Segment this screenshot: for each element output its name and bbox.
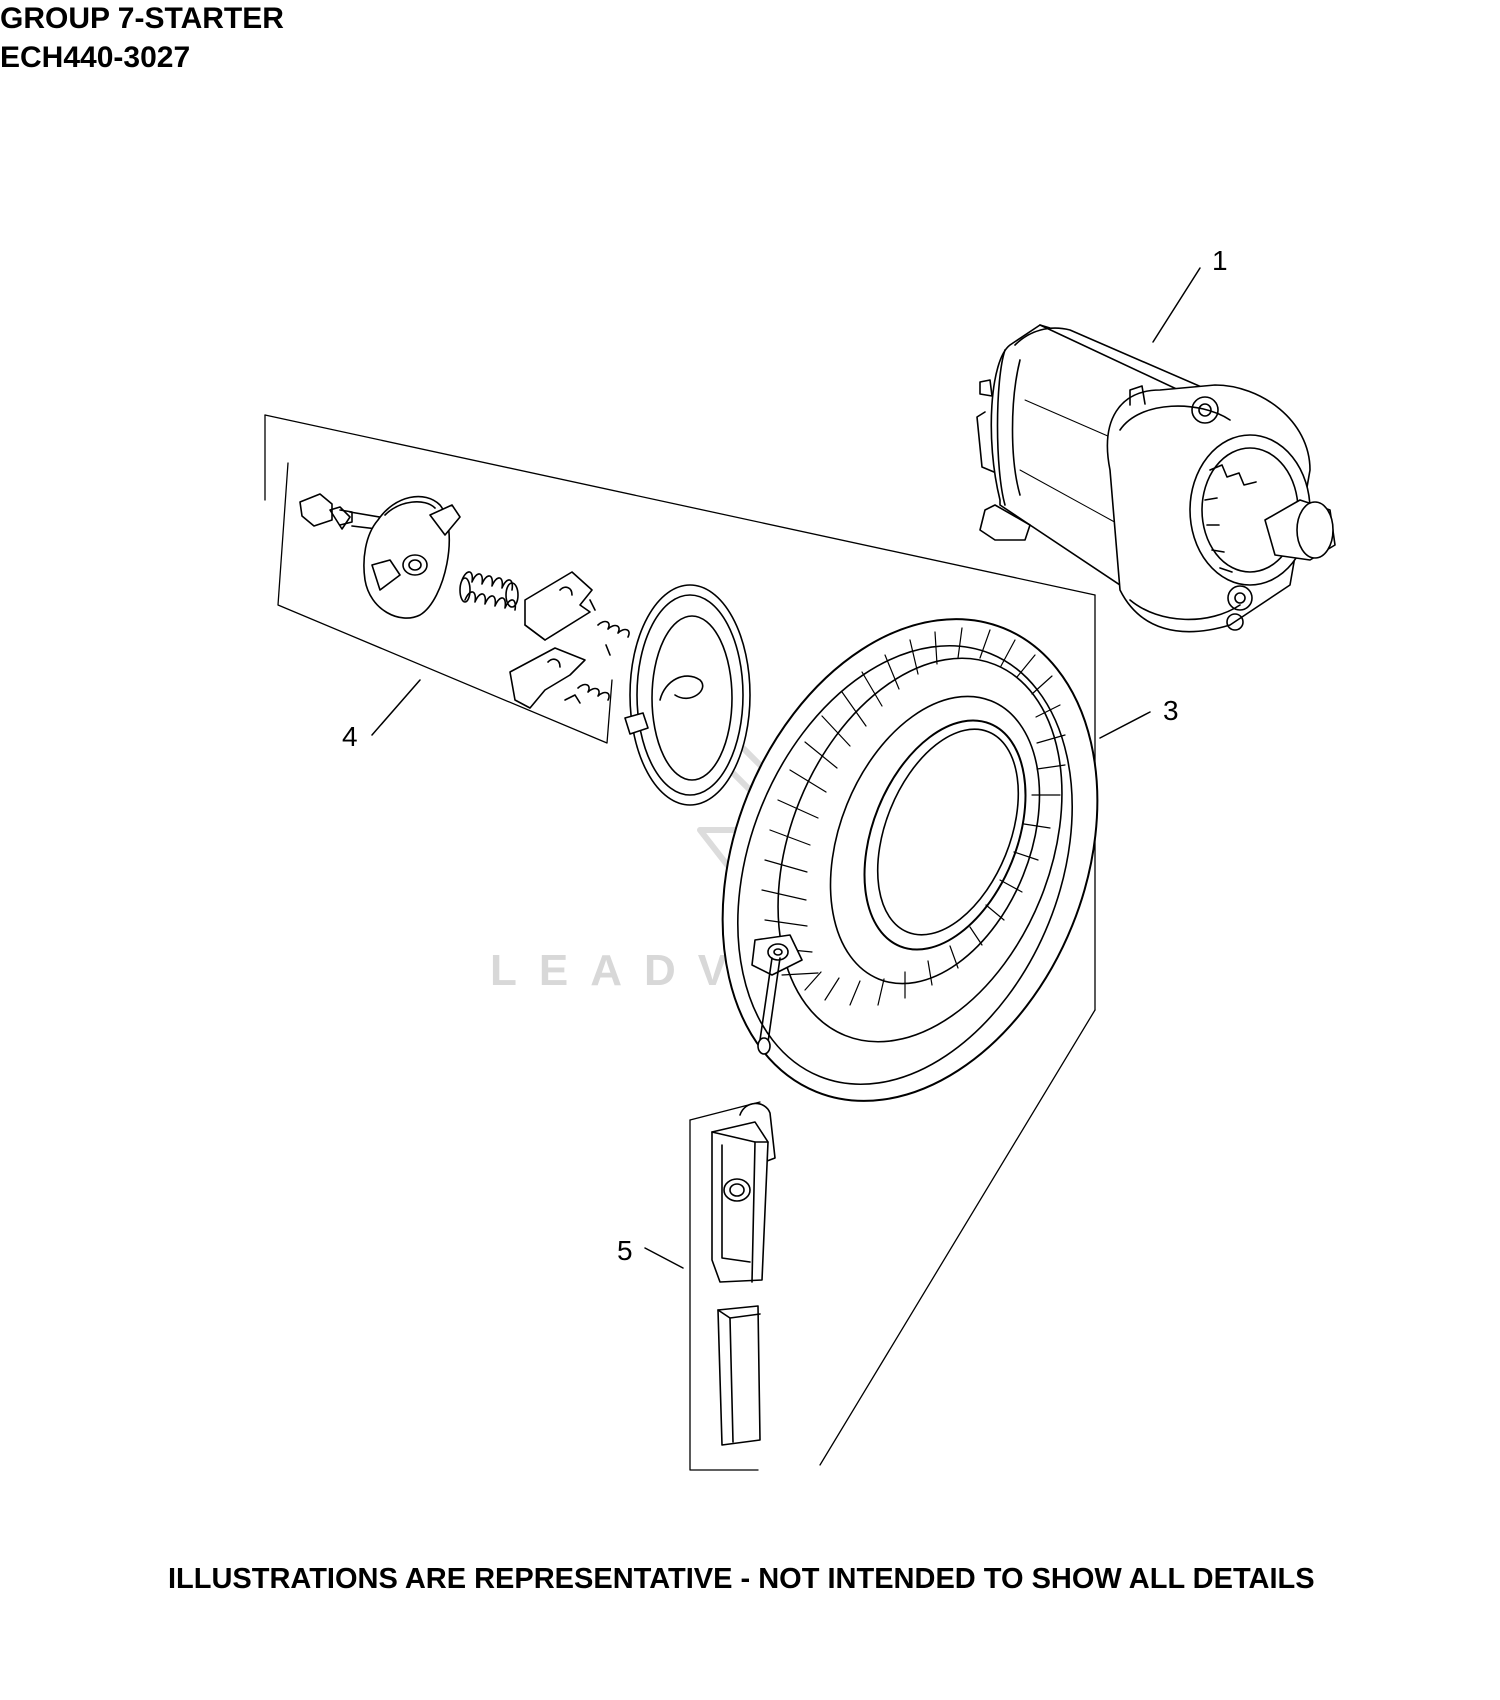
disclaimer-text: ILLUSTRATIONS ARE REPRESENTATIVE - NOT I…	[168, 1563, 1315, 1595]
callout-1: 1	[1212, 245, 1228, 276]
ratchet-kit-parts	[299, 493, 751, 806]
callout-3: 3	[1163, 695, 1179, 726]
recoil-starter-housing	[721, 618, 1099, 1102]
starter-handle	[711, 1102, 776, 1446]
starter-motor	[976, 324, 1336, 633]
page-title: GROUP 7-STARTER	[0, 2, 284, 35]
model-code: ECH440-3027	[0, 41, 191, 74]
leader-lines	[371, 267, 1201, 1269]
callout-4: 4	[342, 721, 358, 752]
callout-5: 5	[617, 1235, 633, 1266]
